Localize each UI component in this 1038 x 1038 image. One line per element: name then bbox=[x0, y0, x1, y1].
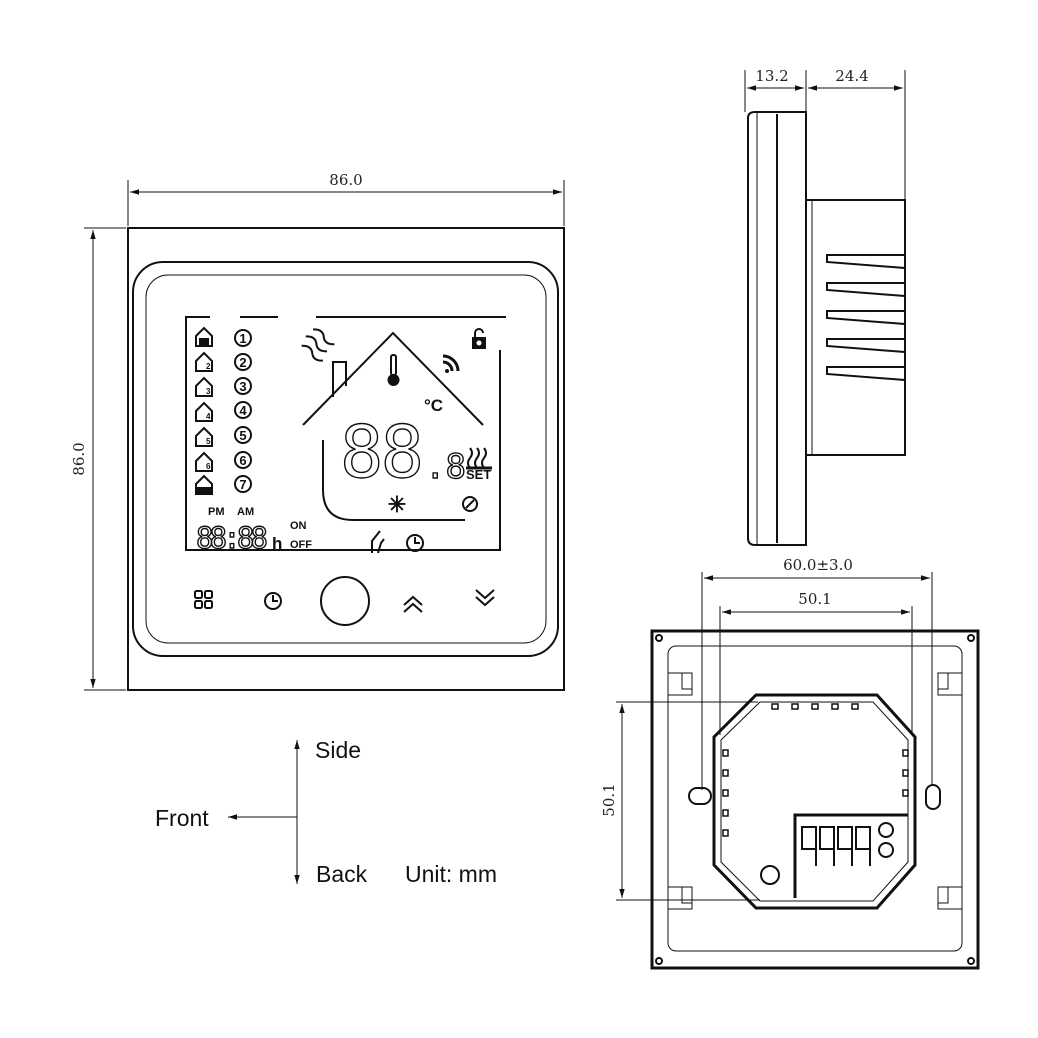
celsius-unit: °C bbox=[424, 396, 443, 415]
front-glass-outer bbox=[132, 261, 559, 657]
wifi-icon bbox=[442, 354, 460, 373]
temperature-decimal: .8 bbox=[425, 447, 466, 487]
side-depth-dimensions: 13.2 24.4 bbox=[744, 67, 906, 200]
svg-text:6‹: 6‹ bbox=[206, 462, 213, 471]
hole-spacing-label: 60.0±3.0 bbox=[783, 556, 853, 574]
menu-button[interactable] bbox=[194, 590, 213, 609]
temperature-digits: 88 bbox=[340, 410, 424, 494]
sun-icon: ✳ bbox=[388, 492, 406, 517]
back-plate-outer bbox=[650, 629, 980, 970]
front-frame bbox=[127, 227, 565, 691]
am-indicator: AM bbox=[237, 506, 254, 518]
box-width-label: 50.1 bbox=[798, 590, 831, 608]
day-number: 7 bbox=[239, 477, 246, 492]
svg-text:3‹: 3‹ bbox=[206, 387, 213, 396]
side-front-depth-label: 13.2 bbox=[755, 67, 788, 85]
back-label: Back bbox=[316, 861, 368, 887]
side-front-plate bbox=[747, 111, 807, 546]
lock-icon bbox=[472, 328, 486, 349]
house-floor-line bbox=[322, 440, 465, 521]
chimney-icon bbox=[332, 361, 347, 397]
clock-digits: 88:88 bbox=[196, 521, 268, 555]
mounting-clips bbox=[668, 672, 962, 910]
set-indicator: SET bbox=[466, 467, 491, 482]
heating-icon bbox=[466, 447, 492, 470]
down-button[interactable] bbox=[475, 589, 495, 607]
mounting-hole-left bbox=[688, 787, 712, 805]
unit-label: Unit: mm bbox=[405, 861, 497, 887]
junction-box-octagon bbox=[712, 693, 917, 910]
svg-text:4›: 4› bbox=[206, 412, 213, 421]
day-number: 6 bbox=[239, 453, 246, 468]
cable-hole bbox=[760, 865, 780, 885]
off-indicator: OFF bbox=[290, 539, 312, 551]
front-width-dimension: 86.0 bbox=[127, 171, 565, 226]
power-button[interactable] bbox=[320, 576, 370, 626]
fan-wave-icon bbox=[301, 328, 335, 362]
housing-tabs bbox=[722, 703, 909, 837]
pm-indicator: PM bbox=[208, 506, 225, 518]
lcd-display: 2› 3‹ 4› 5‹ 6‹ 1 2 3 4 5 6 7 PM AM 88:88… bbox=[185, 316, 506, 556]
front-width-label: 86.0 bbox=[329, 171, 362, 189]
eco-icon bbox=[462, 496, 478, 512]
terminal-block bbox=[793, 813, 908, 898]
front-height-dimension: 86.0 bbox=[70, 227, 126, 691]
orientation-legend: Side Front Back Unit: mm bbox=[155, 737, 497, 887]
front-view: 86.0 86.0 2› 3‹ 4› bbox=[70, 171, 565, 691]
thermometer-icon bbox=[387, 354, 400, 386]
mounting-hole-right bbox=[925, 784, 941, 810]
front-glass-inner bbox=[145, 274, 547, 644]
box-height-label: 50.1 bbox=[600, 783, 618, 816]
corner-screws bbox=[655, 634, 975, 965]
terminal-screw bbox=[878, 842, 894, 858]
terminal-screw bbox=[878, 822, 894, 838]
back-dimensions: 60.0±3.0 50.1 50.1 bbox=[600, 556, 933, 901]
manual-hand-icon bbox=[371, 530, 385, 554]
side-fins bbox=[826, 254, 906, 382]
schedule-clock-icon bbox=[406, 534, 424, 552]
front-label: Front bbox=[155, 805, 209, 831]
day-number: 4 bbox=[239, 403, 247, 418]
hour-unit: h bbox=[272, 534, 282, 553]
back-view: 60.0±3.0 50.1 50.1 bbox=[600, 556, 980, 970]
up-button[interactable] bbox=[403, 595, 423, 613]
side-label: Side bbox=[315, 737, 361, 763]
day-number: 1 bbox=[239, 331, 246, 346]
svg-text:2›: 2› bbox=[206, 362, 213, 371]
on-indicator: ON bbox=[290, 520, 307, 532]
side-view: 13.2 24.4 bbox=[744, 67, 906, 546]
program-mode-icons: 2› 3‹ 4› 5‹ 6‹ bbox=[195, 326, 213, 495]
side-back-housing bbox=[805, 199, 906, 456]
side-back-depth-label: 24.4 bbox=[835, 67, 868, 85]
svg-text:5‹: 5‹ bbox=[206, 437, 213, 446]
day-number: 5 bbox=[239, 428, 246, 443]
day-number: 2 bbox=[239, 355, 246, 370]
day-number-list: 1 2 3 4 5 6 7 bbox=[234, 329, 252, 493]
back-plate-inner bbox=[667, 645, 963, 952]
day-number: 3 bbox=[239, 379, 246, 394]
clock-button[interactable] bbox=[264, 592, 282, 610]
front-height-label: 86.0 bbox=[70, 442, 88, 475]
